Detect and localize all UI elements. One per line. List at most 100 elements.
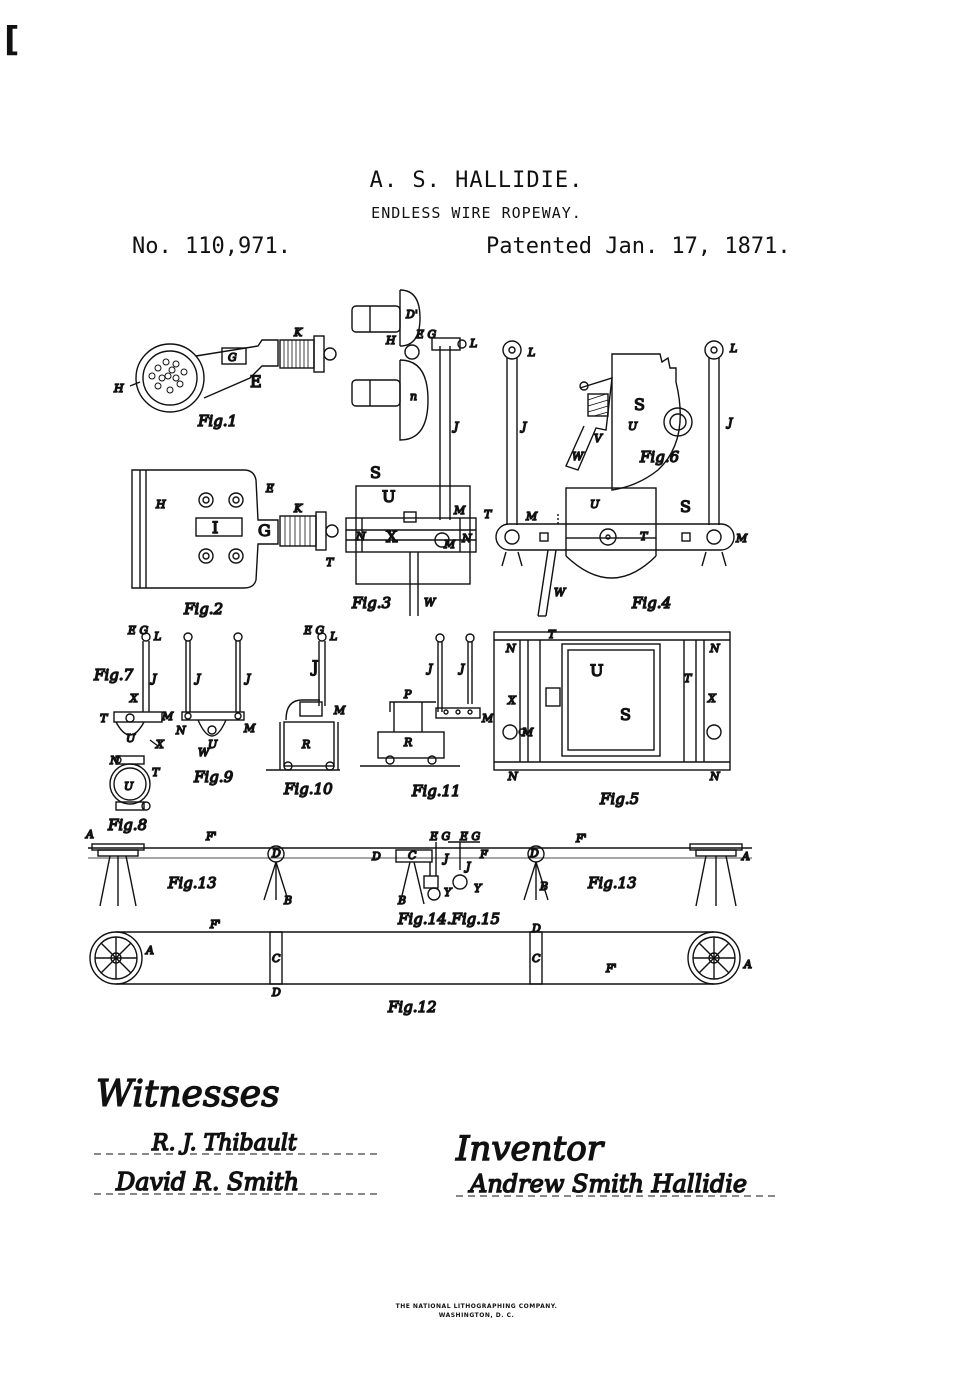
figure-7 — [113, 632, 163, 747]
label-U-fig6: U — [628, 420, 638, 433]
caption-fig4: Fig.4 — [631, 594, 671, 612]
label-D1-fig3: D' — [405, 308, 418, 321]
label-W-fig6: W — [572, 450, 585, 463]
label-M2-fig4: M — [735, 532, 748, 545]
label-F1-fig12-top: F' — [209, 918, 221, 931]
label-F1-fig12-bottom: F' — [605, 962, 617, 975]
label-N2-fig3: N — [461, 532, 472, 545]
label-J-fig9-right: J — [244, 672, 251, 685]
label-U-fig9: U — [208, 738, 218, 751]
label-J-fig3: J — [452, 420, 459, 433]
caption-fig7: Fig.7 — [93, 666, 134, 684]
label-G-fig1: G — [228, 351, 237, 364]
label-X-fig5-right: X — [707, 692, 717, 705]
figure-4 — [495, 340, 735, 617]
label-T-fig8: T — [152, 766, 161, 779]
label-K-fig2: K — [293, 502, 303, 515]
caption-fig13-right: Fig.13 — [587, 874, 637, 892]
label-U-fig7: U — [126, 732, 136, 745]
figure-5 — [493, 631, 731, 771]
figure-11 — [360, 633, 481, 767]
label-EG-fig15: E G — [459, 830, 481, 843]
caption-fig10: Fig.10 — [283, 780, 333, 798]
label-N-fig9: N — [175, 724, 186, 737]
label-D-fig12-right: D — [531, 922, 541, 935]
label-D-fig13-left: D — [271, 847, 281, 860]
label-S-fig5: S — [620, 705, 631, 724]
caption-fig5: Fig.5 — [599, 790, 639, 808]
label-N-fig8: N — [109, 754, 120, 767]
patent-date: Patented Jan. 17, 1871. — [486, 234, 791, 259]
label-M-fig11: M — [481, 712, 494, 725]
label-U-fig5: U — [590, 661, 603, 680]
label-A-fig13-right: A — [741, 850, 750, 863]
label-L-fig3: L — [469, 337, 477, 350]
label-N-fig5-tr: N — [709, 642, 720, 655]
witness-1-signature: R. J. Thibault — [151, 1131, 297, 1156]
caption-fig3: Fig.3 — [351, 594, 391, 612]
label-B-fig14: B — [397, 894, 406, 907]
label-W-fig4: W — [554, 586, 567, 599]
label-T-fig3: T — [484, 508, 493, 521]
caption-fig2: Fig.2 — [183, 600, 223, 618]
label-M-fig4: M — [525, 510, 538, 523]
label-J-fig10: J — [310, 657, 318, 676]
label-A-fig13-left: A — [85, 828, 94, 841]
figure-2 — [131, 469, 339, 589]
label-T-fig5-top: T — [548, 628, 557, 641]
label-W-fig3: W — [424, 596, 437, 609]
label-J-fig14: J — [442, 852, 449, 865]
inventor-name: A. S. HALLIDIE. — [369, 168, 584, 193]
label-M-fig3: M — [453, 504, 466, 517]
label-W-fig9: W — [198, 746, 211, 759]
scan-bracket-mark: [ — [4, 20, 20, 60]
label-R-fig11: R — [403, 736, 412, 749]
label-A-fig12-left: A — [145, 944, 154, 957]
figure-1 — [129, 335, 337, 413]
label-J-fig11-right: J — [458, 662, 465, 675]
label-n-fig3: n — [410, 390, 417, 403]
label-I-fig2: I — [212, 518, 218, 537]
label-C-fig12-right: C — [532, 952, 541, 965]
label-M-fig7: M — [161, 710, 174, 723]
label-C-fig12-left: C — [272, 952, 281, 965]
label-J-fig9-left: J — [194, 672, 201, 685]
label-J-fig4-left: J — [520, 420, 527, 433]
label-H-fig1: H — [113, 382, 124, 395]
figure-6 — [565, 353, 693, 491]
label-D-fig13-right: D — [529, 847, 539, 860]
caption-fig12: Fig.12 — [387, 998, 437, 1016]
inventor-signature: Andrew Smith Hallidie — [468, 1170, 747, 1198]
label-EG-fig10: E G — [303, 624, 325, 637]
label-B-fig13-right: B — [539, 880, 548, 893]
label-T-fig4: T — [640, 530, 649, 543]
caption-fig11: Fig.11 — [411, 782, 461, 800]
figure-12 — [89, 931, 741, 985]
label-L-fig4-right: L — [729, 342, 737, 355]
inventor-label: Inventor — [455, 1129, 605, 1169]
caption-fig13-left: Fig.13 — [167, 874, 217, 892]
label-T-fig5-right: T — [684, 672, 693, 685]
label-X-fig3: X — [386, 527, 398, 546]
witnesses-label: Witnesses — [96, 1074, 280, 1115]
label-A-fig12-right: A — [743, 958, 752, 971]
label-S-fig6: S — [634, 395, 645, 414]
label-EG-fig7: E G — [127, 624, 149, 637]
label-T2-fig3: T — [326, 556, 335, 569]
label-N-fig5-br: N — [709, 770, 720, 783]
label-C-fig14: C — [408, 849, 417, 862]
witness-2-signature: David R. Smith — [115, 1168, 299, 1196]
label-F-fig15: F — [479, 848, 488, 861]
label-T-fig7: T — [100, 712, 109, 725]
label-U-fig8: U — [124, 780, 134, 793]
figure-10 — [266, 632, 340, 771]
label-B-fig13-left: B — [283, 894, 292, 907]
label-H-fig3: H — [385, 334, 396, 347]
figure-13 — [88, 843, 752, 907]
label-F1-fig13-right: F' — [575, 832, 587, 845]
label-K-fig1: K — [293, 326, 303, 339]
label-EG-fig3: E G — [415, 328, 437, 341]
label-X-fig7: X — [129, 692, 139, 705]
label-P-fig11: P — [403, 688, 412, 701]
